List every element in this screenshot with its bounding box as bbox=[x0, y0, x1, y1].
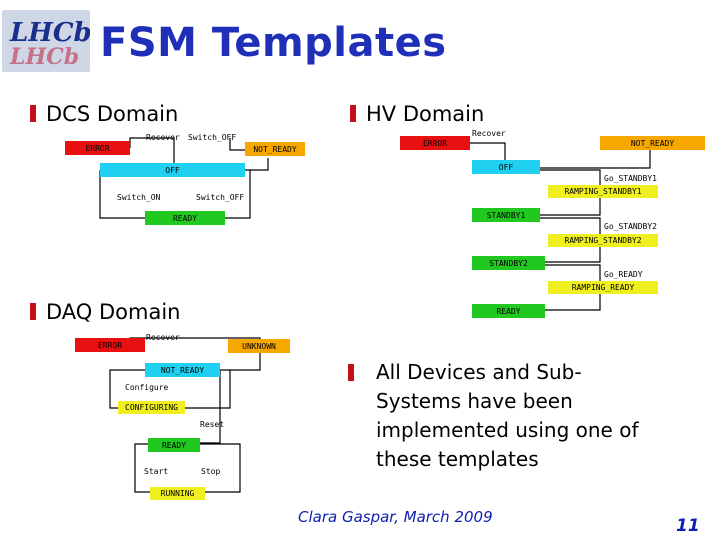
dcs-line-switch-on bbox=[99, 170, 145, 219]
bullet-icon bbox=[348, 364, 354, 381]
dcs-action-switch-on: Switch_ON bbox=[117, 193, 161, 202]
daq-action-start: Start bbox=[144, 467, 169, 476]
daq-state-running[interactable]: RUNNING bbox=[150, 487, 205, 500]
dcs-state-error[interactable]: ERROR bbox=[65, 141, 130, 155]
hv-state-not-ready[interactable]: NOT_READY bbox=[600, 136, 705, 150]
daq-state-configuring[interactable]: CONFIGURING bbox=[118, 401, 185, 414]
hv-action-go-standby1: Go_STANDBY1 bbox=[604, 174, 657, 183]
daq-state-ready[interactable]: READY bbox=[148, 438, 200, 452]
hv-line-ramping-ready bbox=[545, 294, 601, 311]
daq-line-configuring-up bbox=[185, 370, 231, 409]
lhcb-logo: LHCb LHCb bbox=[2, 10, 90, 72]
hv-action-recover: Recover bbox=[472, 129, 506, 138]
hv-heading: HV Domain bbox=[350, 102, 484, 126]
summary-note-text: All Devices and Sub-Systems have been im… bbox=[376, 360, 639, 471]
hv-state-standby1[interactable]: STANDBY1 bbox=[472, 208, 540, 222]
dcs-heading: DCS Domain bbox=[30, 102, 178, 126]
bullet-icon bbox=[30, 105, 36, 122]
hv-state-ready[interactable]: READY bbox=[472, 304, 545, 318]
hv-line-ramping-standby2 bbox=[545, 246, 601, 263]
hv-line-not-ready bbox=[540, 150, 651, 169]
daq-action-stop: Stop bbox=[201, 467, 221, 476]
daq-state-not-ready[interactable]: NOT_READY bbox=[145, 363, 220, 377]
daq-line-reset bbox=[200, 370, 221, 444]
hv-state-error[interactable]: ERROR bbox=[400, 136, 470, 150]
dcs-state-ready[interactable]: READY bbox=[145, 211, 225, 225]
dcs-action-switch-off-top: Switch_OFF bbox=[188, 133, 237, 142]
page-number: 11 bbox=[676, 516, 700, 536]
bullet-icon bbox=[30, 303, 36, 320]
hv-state-ramping-ready[interactable]: RAMPING_READY bbox=[548, 281, 658, 294]
hv-action-go-ready: Go_READY bbox=[604, 270, 643, 279]
bullet-icon bbox=[350, 105, 356, 122]
hv-line-go-standby2 bbox=[540, 217, 601, 236]
hv-state-ramping-standby2[interactable]: RAMPING_STANDBY2 bbox=[548, 234, 658, 247]
daq-line-stop bbox=[200, 443, 241, 493]
daq-line-configure bbox=[109, 369, 145, 409]
hv-line-recover bbox=[470, 142, 506, 160]
summary-note: All Devices and Sub-Systems have been im… bbox=[348, 358, 648, 474]
daq-line-start bbox=[134, 443, 150, 493]
dcs-line-recover bbox=[129, 137, 175, 170]
slide-title: FSM Templates bbox=[100, 20, 447, 66]
daq-state-error[interactable]: ERROR bbox=[75, 338, 145, 352]
hv-state-off[interactable]: OFF bbox=[472, 160, 540, 174]
daq-line-unknown-down bbox=[220, 352, 261, 371]
footer-author-date: Clara Gaspar, March 2009 bbox=[298, 508, 493, 526]
dcs-line-off-up bbox=[245, 158, 269, 171]
daq-action-recover: Recover bbox=[146, 333, 180, 342]
dcs-line-switch-off-top bbox=[229, 138, 245, 151]
hv-line-go-ready bbox=[545, 264, 601, 284]
logo-text-shadow: LHCb bbox=[10, 44, 80, 70]
daq-state-unknown[interactable]: UNKNOWN bbox=[228, 339, 290, 353]
daq-action-reset: Reset bbox=[200, 420, 225, 429]
hv-state-ramping-standby1[interactable]: RAMPING_STANDBY1 bbox=[548, 185, 658, 198]
dcs-action-recover: Recover bbox=[146, 133, 180, 142]
hv-state-standby2[interactable]: STANDBY2 bbox=[472, 256, 545, 270]
dcs-action-switch-off: Switch_OFF bbox=[196, 193, 245, 202]
dcs-state-off[interactable]: OFF bbox=[100, 163, 245, 177]
hv-line-go-standby1 bbox=[540, 169, 601, 188]
dcs-state-not-ready[interactable]: NOT_READY bbox=[245, 142, 305, 156]
logo-text: LHCb bbox=[10, 18, 90, 48]
hv-action-go-standby2: Go_STANDBY2 bbox=[604, 222, 657, 231]
daq-action-configure: Configure bbox=[125, 383, 169, 392]
daq-heading: DAQ Domain bbox=[30, 300, 181, 324]
hv-line-ramping-standby1 bbox=[540, 198, 601, 216]
dcs-line-switch-off bbox=[225, 170, 251, 219]
